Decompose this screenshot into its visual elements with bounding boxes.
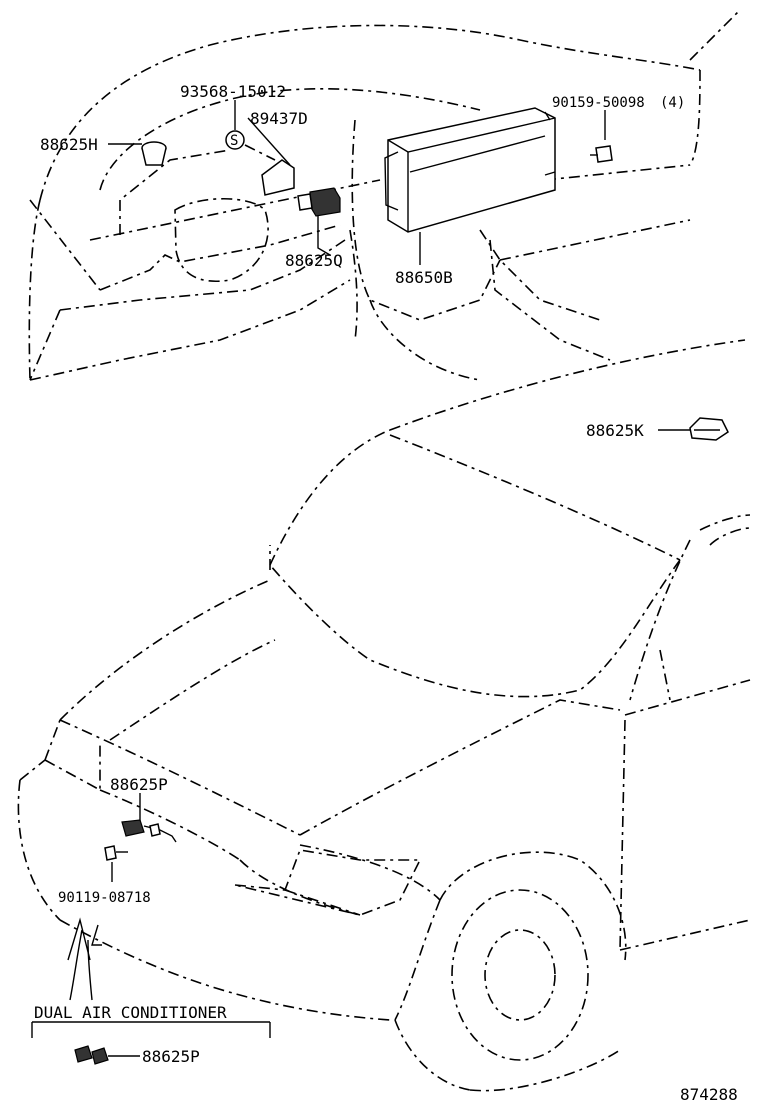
part-88625h-switch	[108, 141, 167, 166]
part-88625k-sensor	[658, 417, 729, 441]
dashboard-outline	[28, 9, 741, 381]
label-90159-50098: 90159-50098	[552, 95, 645, 111]
part-90159-screw	[590, 110, 613, 163]
vehicle-outline	[17, 339, 751, 1092]
label-90119-08718: 90119-08718	[58, 890, 151, 906]
part-88625p-sensor-main	[121, 793, 177, 843]
part-93568-clip: S	[225, 100, 276, 161]
label-dual-air-conditioner: DUAL AIR CONDITIONER	[34, 1003, 227, 1022]
label-89437d: 89437D	[250, 109, 308, 128]
part-88625p-sensor-dual	[74, 1045, 140, 1065]
label-93568-15012: 93568-15012	[180, 82, 286, 101]
label-88625q: 88625Q	[285, 251, 343, 270]
label-88625k: 88625K	[586, 421, 644, 440]
dual-ac-arrow	[67, 917, 102, 1001]
dual-ac-box	[31, 1021, 271, 1038]
label-88625p-main: 88625P	[110, 775, 168, 794]
label-88650b: 88650B	[395, 268, 453, 287]
part-89437d-bracket	[247, 117, 295, 196]
label-88625p-dual: 88625P	[142, 1047, 200, 1066]
part-88650b-amplifier	[384, 107, 556, 265]
part-88625q-sensor	[297, 187, 341, 256]
diagram-number: 874288	[680, 1085, 738, 1104]
label-90159-qty: (4)	[660, 95, 685, 111]
s-mark-label: S	[230, 133, 238, 149]
part-90119-bolt	[104, 845, 128, 882]
label-88625h: 88625H	[40, 135, 98, 154]
